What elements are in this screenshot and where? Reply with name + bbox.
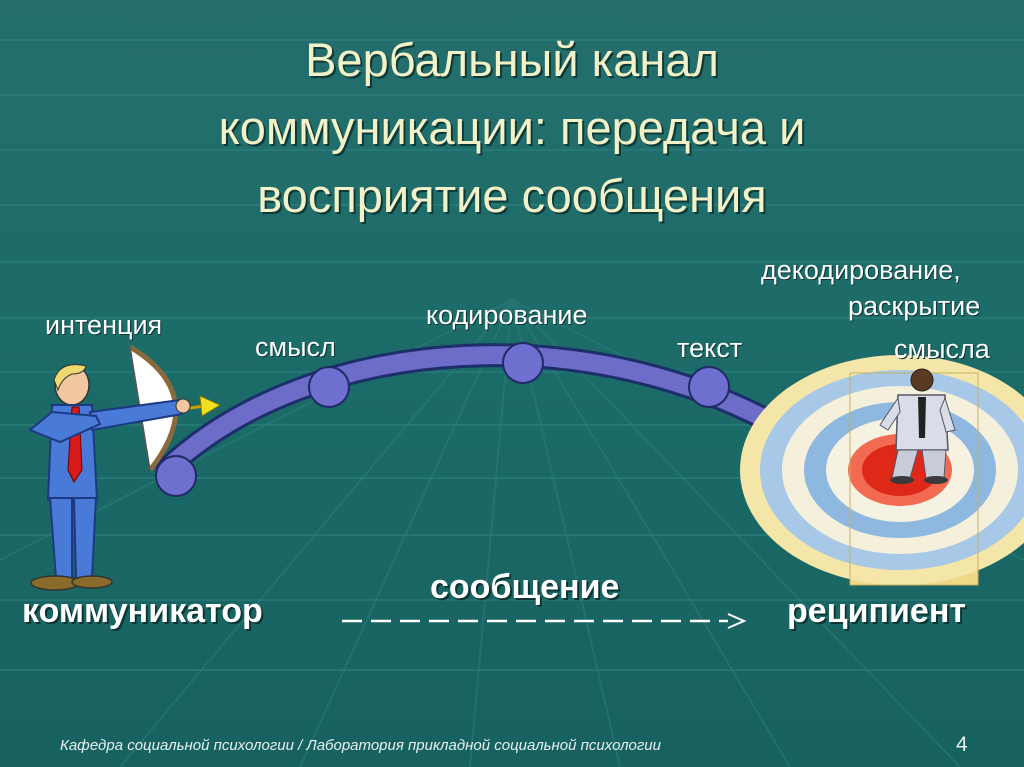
node-meaning: [308, 366, 350, 408]
label-decoding-line-1: декодирование,: [761, 255, 961, 285]
message-dashed-arrow: [342, 613, 747, 629]
title-line-1: Вербальный канал: [305, 33, 719, 86]
label-encoding: кодирование: [426, 300, 588, 330]
node-intention: [155, 455, 197, 497]
node-text: [688, 366, 730, 408]
slide-title: Вербальный канал коммуникации: передача …: [0, 26, 1024, 230]
label-intention: интенция: [45, 310, 163, 340]
footer-text: Кафедра социальной психологии / Лаборато…: [60, 737, 661, 754]
label-text: текст: [677, 333, 743, 363]
label-meaning: смысл: [255, 332, 336, 362]
archer-icon: [28, 344, 222, 591]
title-line-2: коммуникации: передача и: [218, 101, 806, 154]
title-line-3: восприятие сообщения: [257, 169, 767, 222]
label-decoding-line-3: смысла: [894, 334, 990, 364]
target-recipient-icon: [740, 355, 1024, 586]
communicator-label: коммуникатор: [22, 592, 263, 630]
node-encoding: [502, 342, 544, 384]
recipient-label: реципиент: [787, 592, 967, 630]
label-decoding-line-2: раскрытие: [848, 291, 981, 321]
page-number: 4: [956, 733, 968, 756]
message-label: сообщение: [430, 568, 620, 606]
